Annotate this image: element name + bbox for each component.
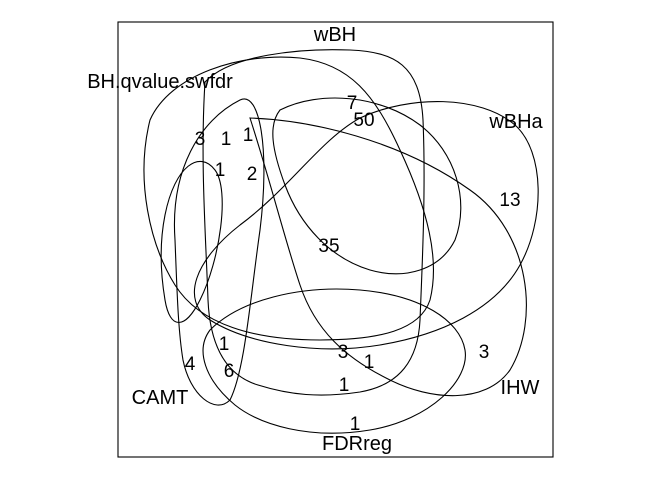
region-count: 1 — [364, 352, 375, 373]
set-label-ihw: IHW — [501, 377, 540, 399]
region-count: 3 — [479, 342, 490, 363]
set-shape-loop-b — [272, 97, 462, 275]
venn-shapes — [143, 49, 539, 434]
set-shape-camt — [173, 98, 265, 406]
region-count: 1 — [215, 160, 226, 181]
region-count: 35 — [318, 236, 339, 257]
region-count: 3 — [195, 129, 206, 150]
region-count: 7 — [347, 93, 358, 114]
set-label-wbh: wBH — [313, 24, 356, 46]
region-count: 3 — [338, 342, 349, 363]
region-count: 1 — [350, 414, 361, 435]
set-shape-loop-a — [160, 160, 223, 323]
set-shape-wbh — [202, 49, 425, 396]
region-count: 6 — [224, 361, 235, 382]
region-count: 1 — [219, 334, 230, 355]
region-count: 50 — [353, 110, 374, 131]
region-count: 1 — [339, 375, 350, 396]
set-label-fdrreg: FDRreg — [322, 433, 392, 455]
region-count: 1 — [221, 129, 232, 150]
region-count: 2 — [247, 164, 258, 185]
plot-frame — [117, 21, 554, 458]
set-shape-wbha — [193, 101, 539, 350]
set-label-camt: CAMT — [132, 387, 189, 409]
set-shape-bh-qvalue-swfdr — [143, 56, 435, 341]
set-label-wbha: wBHa — [488, 111, 543, 133]
set-shape-fdrreg — [202, 288, 466, 434]
set-label-bh-qvalue-swfdr: BH.qvalue.swfdr — [87, 71, 233, 93]
region-count: 1 — [243, 125, 254, 146]
region-count: 13 — [499, 190, 520, 211]
region-count: 4 — [185, 354, 196, 375]
set-shape-ihw — [249, 117, 527, 397]
